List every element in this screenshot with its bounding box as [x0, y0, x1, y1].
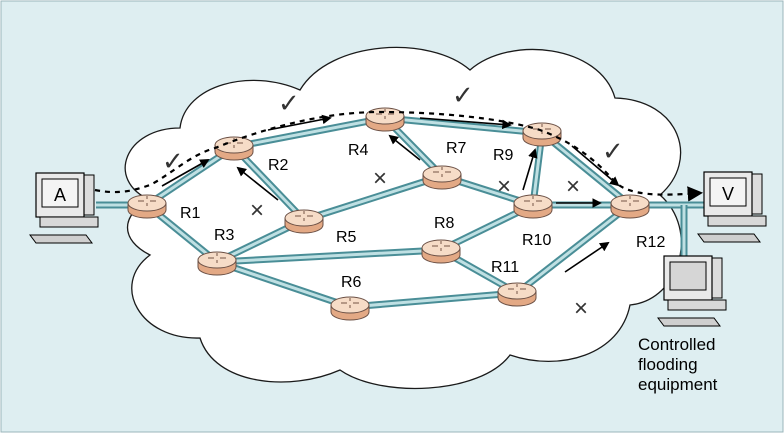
router-r5-icon — [284, 209, 324, 234]
cross-mark: × — [497, 173, 511, 200]
arrow-r10-r9 — [522, 148, 538, 191]
monitor-screen-icon — [709, 177, 747, 207]
router-r11-label: R11 — [491, 259, 519, 276]
router-r7-icon — [422, 165, 462, 190]
monitor-screen-icon — [669, 261, 707, 291]
router-r1-icon — [127, 194, 167, 219]
network-cloud — [124, 46, 682, 389]
cross-mark: × — [373, 165, 387, 192]
router-r8-label: R8 — [434, 215, 455, 232]
link-highlight — [348, 291, 519, 309]
equipment-label-line-3: equipment — [638, 375, 718, 394]
flooding-arrows — [161, 114, 620, 273]
hosts-layer: A V Controlled flooding equipment — [29, 171, 767, 394]
host-v-computer: V — [697, 171, 767, 243]
arrow-r5-r2 — [236, 166, 279, 201]
link-highlight — [515, 203, 632, 295]
arrow-r1-r2 — [161, 159, 210, 187]
arrow-r11-r12 — [564, 241, 610, 273]
cross-mark: × — [250, 197, 264, 224]
link-highlight — [383, 116, 544, 135]
router-r3-icon — [197, 251, 237, 276]
check-mark: ✓ — [162, 146, 184, 176]
cross-marks: × × × × × — [250, 165, 588, 322]
monitor-screen-icon — [41, 178, 79, 208]
equipment-label-line-1: Controlled — [638, 335, 716, 354]
arrow-r9-r12 — [571, 145, 620, 187]
host-a-label: A — [54, 185, 66, 205]
computer-base-icon — [39, 216, 99, 228]
router-r8-icon — [421, 239, 461, 264]
keyboard-icon — [29, 234, 93, 244]
arrow-r2-r4 — [267, 114, 332, 131]
cross-mark: × — [574, 295, 588, 322]
router-r10-icon — [513, 194, 553, 219]
router-r12-icon — [610, 194, 650, 219]
check-marks: ✓ ✓ ✓ ✓ — [162, 80, 624, 176]
arrow-r4-r9 — [419, 117, 512, 130]
router-r2-icon — [214, 136, 254, 161]
keyboard-icon — [697, 233, 761, 243]
router-r6-icon — [330, 296, 370, 321]
keyboard-icon — [657, 317, 721, 327]
check-mark: ✓ — [278, 88, 300, 118]
router-r1-label: R1 — [180, 205, 201, 222]
check-mark: ✓ — [602, 136, 624, 166]
equipment-label-line-2: flooding — [638, 355, 698, 374]
link-highlight — [232, 145, 306, 222]
computer-base-icon — [667, 299, 727, 311]
link-highlight — [232, 116, 387, 149]
router-r3-label: R3 — [214, 227, 235, 244]
router-r5-label: R5 — [336, 229, 357, 246]
arrow-r7-r4 — [388, 134, 421, 161]
router-r4-icon — [365, 107, 405, 132]
routers-layer — [127, 107, 650, 321]
router-r10-label: R10 — [522, 232, 551, 249]
router-r2-label: R2 — [268, 157, 289, 174]
router-r6-label: R6 — [341, 274, 362, 291]
host-v-label: V — [722, 184, 734, 204]
host-a-computer: A — [29, 172, 99, 244]
check-mark: ✓ — [452, 80, 474, 110]
flooding-equipment-computer — [657, 255, 727, 327]
router-r12-label: R12 — [636, 234, 665, 251]
equipment-label: Controlled flooding equipment — [638, 335, 720, 394]
router-r7-label: R7 — [446, 140, 467, 157]
router-r4-label: R4 — [348, 142, 369, 159]
link-highlight — [215, 248, 443, 264]
link-highlight — [215, 260, 352, 309]
router-r9-label: R9 — [493, 147, 514, 164]
cross-mark: × — [566, 173, 580, 200]
computer-base-icon — [707, 215, 767, 227]
link-highlight — [302, 174, 444, 222]
link-highlight — [540, 131, 632, 207]
router-r11-icon — [497, 282, 537, 307]
